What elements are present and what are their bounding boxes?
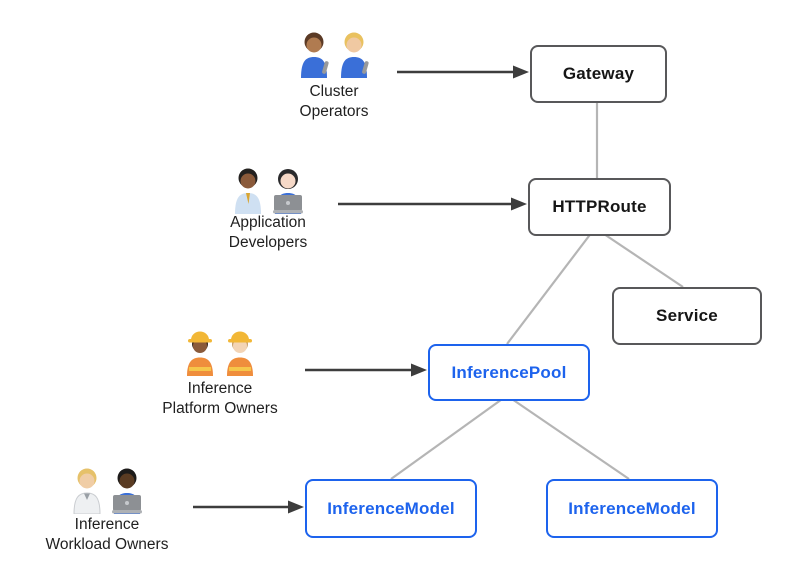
construction-worker-pair-icon (187, 331, 253, 376)
application-developers-label-line2: Developers (228, 234, 308, 251)
resource-connectors (390, 99, 684, 480)
node-inferencemodel-left: InferenceModel (305, 479, 477, 538)
node-service-label: Service (656, 306, 718, 325)
node-inferencemodel-right-label: InferenceModel (568, 498, 696, 518)
inference-workload-owners-label-line1: Inference (74, 516, 140, 533)
application-developers-label: Application Developers (173, 213, 363, 253)
edge-inferencepool-inferencemodel-left (390, 396, 506, 480)
cluster-operators-label-line1: Cluster (309, 83, 359, 100)
application-developers-label-line1: Application (230, 214, 306, 231)
persona-arrows (193, 65, 529, 514)
office-worker-technologist-pair-icon (235, 168, 303, 214)
node-gateway: Gateway (530, 45, 667, 103)
inference-platform-owners-icon (180, 328, 260, 376)
edge-httproute-inferencepool (506, 231, 593, 345)
cluster-operators-label: Cluster Operators (239, 82, 429, 122)
arrow-platform-owners-head (411, 363, 427, 377)
node-httproute-label: HTTPRoute (552, 197, 647, 216)
arrow-workload-owners-head (288, 500, 304, 514)
node-inferencepool-label: InferencePool (451, 362, 567, 382)
inference-platform-owners-label-line1: Inference (187, 380, 253, 397)
inference-workload-owners-icon (67, 466, 147, 514)
arrow-application-developers-head (511, 197, 527, 211)
node-service: Service (612, 287, 762, 345)
cluster-operators-label-line2: Operators (299, 103, 369, 120)
node-httproute: HTTPRoute (528, 178, 671, 236)
inference-workload-owners-label-line2: Workload Owners (45, 536, 169, 553)
mechanic-pair-icon (301, 32, 369, 78)
application-developers-icon (228, 166, 308, 214)
node-inferencepool: InferencePool (428, 344, 590, 401)
health-worker-technologist-pair-icon (73, 468, 142, 514)
node-inferencemodel-left-label: InferenceModel (327, 498, 455, 518)
inference-platform-owners-label: Inference Platform Owners (125, 379, 315, 419)
inference-platform-owners-label-line2: Platform Owners (162, 400, 278, 417)
node-inferencemodel-right: InferenceModel (546, 479, 718, 538)
inference-workload-owners-label: Inference Workload Owners (12, 515, 202, 555)
arrow-cluster-operators-head (513, 65, 529, 79)
edge-httproute-service (600, 231, 684, 288)
edge-inferencepool-inferencemodel-right (508, 396, 630, 480)
node-gateway-label: Gateway (562, 64, 635, 83)
cluster-operators-icon (294, 30, 374, 78)
